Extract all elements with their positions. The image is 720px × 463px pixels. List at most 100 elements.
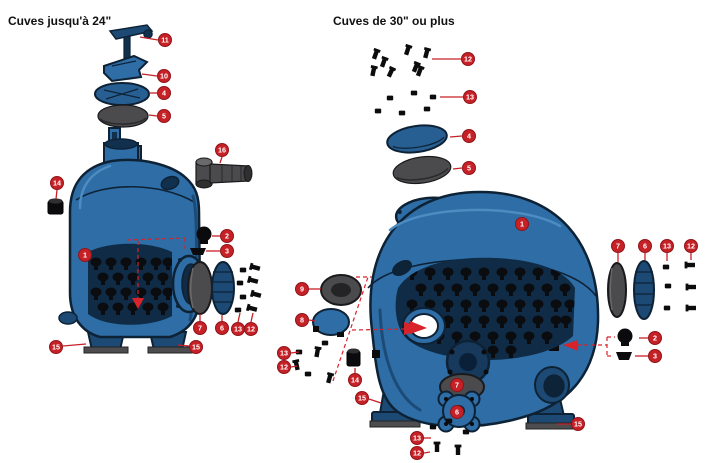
svg-text:1: 1 xyxy=(83,251,87,260)
svg-text:13: 13 xyxy=(413,434,421,443)
svg-text:2: 2 xyxy=(653,334,657,343)
callout-7-bottom: 7 xyxy=(450,378,464,392)
svg-text:6: 6 xyxy=(643,242,647,251)
drain-fitting-part-14-right xyxy=(346,348,361,367)
callout-7-column: 7 xyxy=(611,239,625,262)
gasket-part-5 xyxy=(97,104,149,128)
svg-text:14: 14 xyxy=(53,179,61,188)
callout-15-left-b: 15 xyxy=(177,340,203,354)
svg-text:6: 6 xyxy=(220,324,224,333)
callout-2-right: 2 xyxy=(639,331,662,345)
callout-13-mid: 13 xyxy=(277,346,300,360)
callout-15-left-a: 15 xyxy=(49,340,87,354)
callout-12-bottom: 12 xyxy=(410,446,431,460)
large-tank-assembly xyxy=(292,43,696,455)
clamp-part-10 xyxy=(103,54,149,83)
clamp-ring-part-6-left xyxy=(211,261,235,315)
hardware-nuts-column xyxy=(662,264,672,311)
svg-text:1: 1 xyxy=(520,220,524,229)
svg-text:14: 14 xyxy=(351,376,359,385)
large-tank-side-port xyxy=(534,366,570,404)
svg-text:7: 7 xyxy=(198,324,202,333)
clamp-ring-part-6-column xyxy=(633,260,655,320)
callout-10: 10 xyxy=(141,69,171,83)
svg-text:10: 10 xyxy=(160,72,168,81)
annotation-dashes-right xyxy=(332,276,615,382)
callout-14-left: 14 xyxy=(50,176,64,200)
callout-9: 9 xyxy=(295,282,321,296)
svg-text:13: 13 xyxy=(234,325,242,334)
callout-1-left: 1 xyxy=(78,248,92,262)
callout-5-right: 5 xyxy=(452,161,476,175)
svg-text:9: 9 xyxy=(300,285,304,294)
svg-text:11: 11 xyxy=(161,36,169,45)
hardware-screws-top xyxy=(369,43,437,116)
callout-4-right: 4 xyxy=(449,129,476,143)
svg-text:13: 13 xyxy=(663,242,671,251)
callout-3-right: 3 xyxy=(635,349,662,363)
svg-text:7: 7 xyxy=(455,381,459,390)
oring-part-9 xyxy=(320,274,362,306)
svg-text:13: 13 xyxy=(280,349,288,358)
callout-13-top: 13 xyxy=(440,90,477,104)
callout-13-left: 13 xyxy=(231,312,245,336)
callout-16: 16 xyxy=(215,143,229,164)
svg-text:15: 15 xyxy=(52,343,60,352)
svg-text:12: 12 xyxy=(464,55,472,64)
drain-fitting-part-14-left xyxy=(47,198,64,215)
svg-text:4: 4 xyxy=(162,89,166,98)
small-tank-cutaway xyxy=(88,243,172,325)
callout-12-mid: 12 xyxy=(277,360,298,374)
callout-6-column: 6 xyxy=(638,239,652,260)
gasket-part-7-left xyxy=(187,261,213,315)
svg-text:15: 15 xyxy=(192,343,200,352)
air-relief-part-2-right xyxy=(617,328,633,346)
callout-badges: 11 10 4 5 16 14 1 xyxy=(49,33,698,460)
callout-14-right: 14 xyxy=(348,368,362,387)
svg-text:8: 8 xyxy=(300,316,304,325)
callout-13-bottom: 13 xyxy=(410,431,431,445)
callout-12-column: 12 xyxy=(684,239,698,260)
svg-text:12: 12 xyxy=(247,325,255,334)
svg-text:15: 15 xyxy=(358,394,366,403)
hardware-screws-left xyxy=(234,262,262,314)
svg-text:3: 3 xyxy=(225,247,229,256)
callout-4-left: 4 xyxy=(149,86,171,100)
left-diagram-title: Cuves jusqu'à 24" xyxy=(8,14,112,28)
hardware-screws-mid-left xyxy=(292,340,335,384)
callout-6-left: 6 xyxy=(215,315,229,335)
callout-11: 11 xyxy=(139,33,172,47)
callout-3-left: 3 xyxy=(206,244,234,258)
lid-part-4-large xyxy=(386,124,448,154)
svg-text:2: 2 xyxy=(225,232,229,241)
svg-text:15: 15 xyxy=(574,420,582,429)
elbow-pipe-part-16 xyxy=(195,157,253,189)
svg-text:12: 12 xyxy=(687,242,695,251)
svg-text:5: 5 xyxy=(162,112,166,121)
fitting-part-3-right xyxy=(616,352,632,360)
lid-part-4 xyxy=(94,82,150,106)
callout-15-right-a: 15 xyxy=(355,391,382,405)
svg-text:12: 12 xyxy=(280,363,288,372)
svg-text:6: 6 xyxy=(455,408,459,417)
gasket-part-7-column xyxy=(607,262,627,318)
callout-1-right: 1 xyxy=(515,217,529,231)
svg-text:13: 13 xyxy=(466,93,474,102)
fitting-part-3-left xyxy=(190,248,206,255)
svg-text:4: 4 xyxy=(467,132,471,141)
callout-12-top: 12 xyxy=(432,52,475,66)
callout-7-left: 7 xyxy=(193,314,207,335)
annotation-dashes-left xyxy=(126,237,186,309)
air-relief-part-2-left xyxy=(196,226,212,244)
right-diagram-title: Cuves de 30" ou plus xyxy=(333,14,455,28)
callout-12-left: 12 xyxy=(244,312,258,336)
svg-text:7: 7 xyxy=(616,242,620,251)
svg-text:5: 5 xyxy=(467,164,471,173)
gasket-part-5-large xyxy=(392,155,452,185)
svg-text:3: 3 xyxy=(653,352,657,361)
svg-text:12: 12 xyxy=(413,449,421,458)
svg-text:16: 16 xyxy=(218,146,226,155)
lens-part-8 xyxy=(312,308,350,337)
